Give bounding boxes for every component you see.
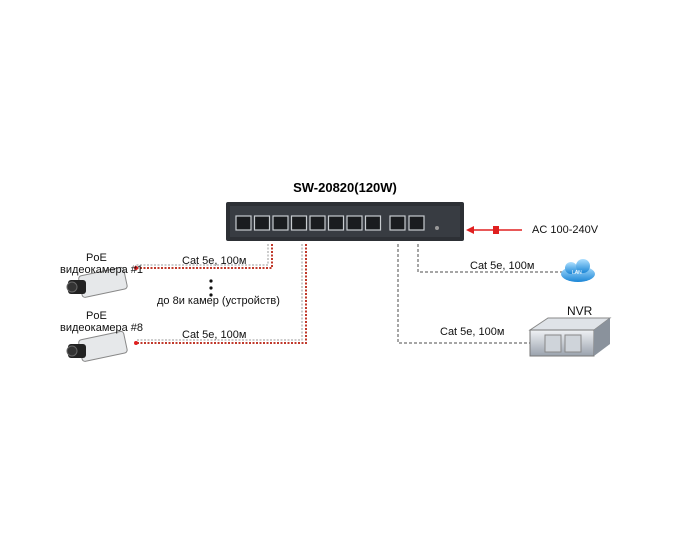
cable-nvr-label: Cat 5e, 100м	[440, 326, 505, 338]
poe-port-5	[309, 215, 326, 231]
poe-port-4	[290, 215, 308, 231]
cable-cam8-label: Cat 5e, 100м	[182, 329, 247, 341]
lan-cloud-icon	[561, 259, 595, 282]
cable-cam1-label: Cat 5e, 100м	[182, 255, 247, 267]
cable-lan	[417, 244, 562, 273]
poe-port-1	[235, 215, 252, 231]
poe-port-2	[253, 215, 271, 231]
camera-8-icon	[66, 330, 128, 362]
camera-1-label: видеокамера #1	[60, 264, 144, 276]
poe-port-6	[327, 215, 345, 231]
cable-cam8	[136, 244, 307, 344]
ellipsis-dots	[209, 279, 213, 297]
camera-1-label-poe: PoE	[86, 252, 107, 264]
nvr-label: NVR	[567, 304, 593, 318]
cable-cam1	[136, 244, 273, 269]
uplink-port-2	[408, 215, 425, 231]
cable-lan-label: Cat 5e, 100м	[470, 260, 535, 272]
switch-device	[226, 202, 464, 241]
camera-8-label-poe: PoE	[86, 310, 107, 322]
cable-nvr	[397, 244, 530, 344]
poe-port-3	[272, 215, 289, 231]
nvr-icon	[528, 317, 612, 357]
lan-label: LAN	[572, 270, 582, 276]
switch-title: SW-20820(120W)	[293, 180, 397, 195]
camera-8-label: видеокамера #8	[60, 322, 144, 334]
poe-port-8	[364, 215, 382, 231]
power-label: AC 100-240V	[532, 224, 599, 236]
poe-port-7	[346, 215, 363, 231]
power-arrow	[466, 226, 522, 234]
camera-1-icon	[66, 266, 128, 298]
uplink-port-1	[389, 215, 406, 231]
cameras-note: до 8и камер (устройств)	[157, 295, 280, 307]
